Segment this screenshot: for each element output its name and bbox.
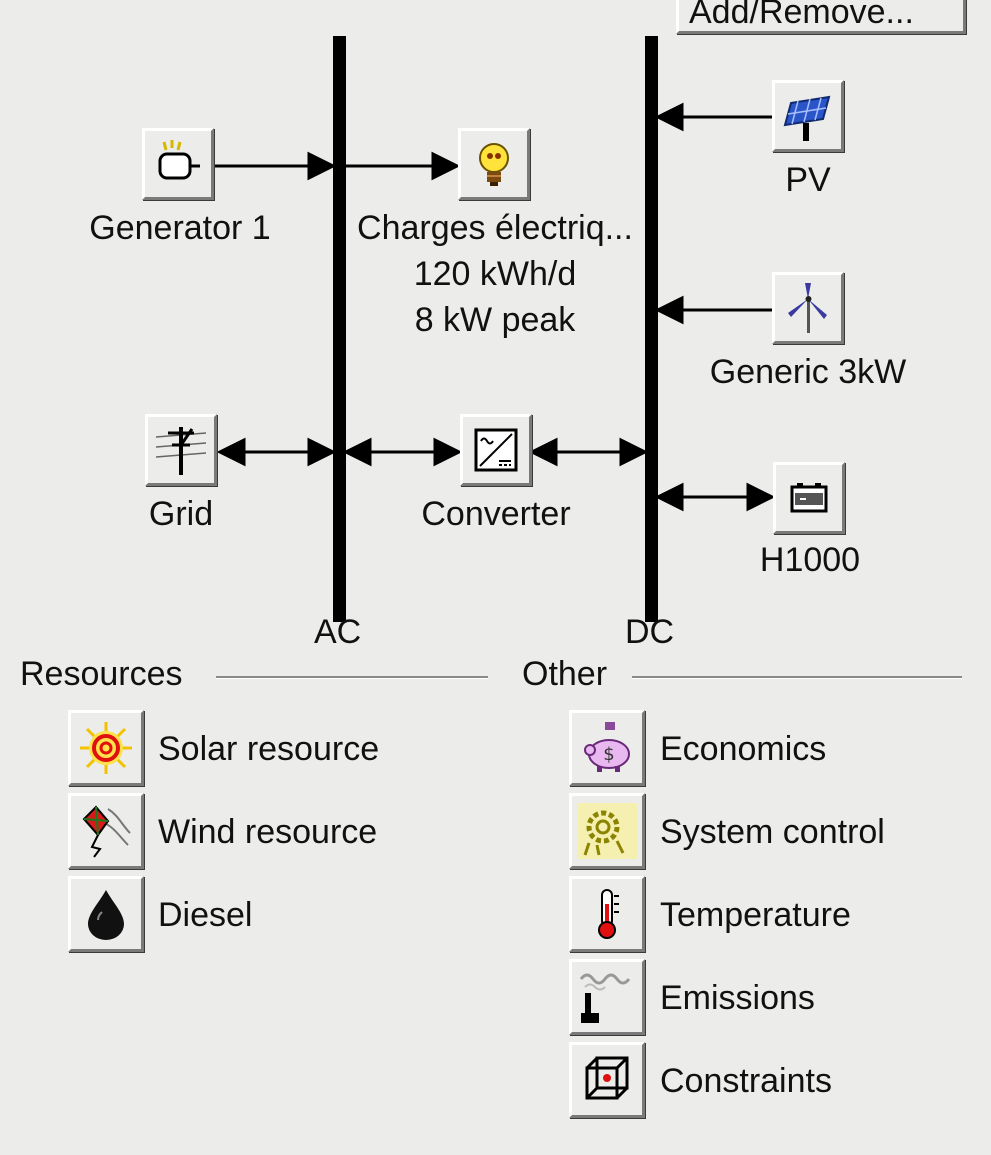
grid-name: Grid: [148, 495, 214, 533]
thermometer-icon: [598, 889, 619, 939]
oil-drop-icon: [88, 890, 124, 940]
load-energy: 120 kWh/d: [413, 255, 577, 293]
smokestack-icon: [579, 973, 631, 1023]
dc-bus-label: DC: [625, 613, 675, 651]
power-pylon-icon: [155, 427, 207, 475]
add-remove-button[interactable]: Add/Remove...: [676, 0, 966, 34]
diesel-label: Diesel: [158, 896, 253, 934]
battery-name: H1000: [759, 541, 861, 579]
kite-icon: [82, 805, 131, 858]
wind-resource-button[interactable]: [68, 793, 144, 869]
conv-dc-arrowhead-right: [619, 437, 649, 467]
wind-button[interactable]: [772, 272, 844, 344]
solar-resource-label: Solar resource: [158, 730, 380, 768]
add-remove-label: Add/Remove...: [689, 0, 914, 31]
generator-icon: [158, 140, 200, 180]
conv-dc-arrowhead-left: [528, 437, 558, 467]
wind-name: Generic 3kW: [709, 353, 907, 391]
diesel-button[interactable]: [68, 876, 144, 952]
emissions-label: Emissions: [660, 979, 815, 1017]
battery-arrowhead-left: [654, 482, 684, 512]
ac-conv-arrowhead-left: [342, 437, 372, 467]
pv-arrowhead: [654, 102, 684, 132]
solar-panel-icon: [783, 95, 831, 141]
pv-button[interactable]: [772, 80, 844, 152]
battery-arrowhead-right: [746, 482, 776, 512]
converter-icon: [474, 428, 518, 472]
sun-icon: [80, 722, 132, 774]
constraints-label: Constraints: [660, 1062, 832, 1100]
ac-conv-arrowhead-right: [433, 437, 463, 467]
economics-label: Economics: [660, 730, 827, 768]
wind-arrowhead: [654, 295, 684, 325]
grid-arrowhead-right: [307, 437, 337, 467]
load-peak: 8 kW peak: [414, 301, 576, 339]
lightbulb-icon: [479, 143, 509, 186]
pv-name: PV: [785, 161, 831, 199]
other-divider: [632, 676, 962, 679]
converter-name: Converter: [421, 495, 571, 533]
other-heading: Other: [522, 655, 608, 693]
ac-bus-label: AC: [314, 613, 362, 651]
temperature-button[interactable]: [569, 876, 645, 952]
control-gear-icon: [577, 803, 637, 859]
load-arrowhead: [431, 151, 461, 181]
resources-heading: Resources: [20, 655, 183, 693]
piggy-bank-icon: $: [584, 722, 630, 772]
battery-icon: [790, 483, 828, 513]
economics-button[interactable]: $: [569, 710, 645, 786]
solar-resource-button[interactable]: [68, 710, 144, 786]
system-control-label: System control: [660, 813, 885, 851]
dc-bus: [645, 36, 658, 622]
constraints-button[interactable]: [569, 1042, 645, 1118]
system-control-button[interactable]: [569, 793, 645, 869]
ac-bus: [333, 36, 346, 622]
wind-resource-label: Wind resource: [158, 813, 378, 851]
converter-button[interactable]: [460, 414, 532, 486]
resources-divider: [216, 676, 488, 679]
generator-name: Generator 1: [89, 209, 271, 247]
temperature-label: Temperature: [660, 896, 851, 934]
connection-arrows: [214, 102, 776, 512]
load-name: Charges électriq...: [357, 209, 633, 247]
emissions-button[interactable]: [569, 959, 645, 1035]
grid-arrowhead-left: [216, 437, 246, 467]
svg-text:$: $: [603, 744, 614, 765]
load-button[interactable]: [458, 128, 530, 200]
grid-button[interactable]: [145, 414, 217, 486]
battery-button[interactable]: [773, 462, 845, 534]
cube-icon: [585, 1056, 629, 1100]
generator-arrowhead: [307, 151, 337, 181]
wind-turbine-icon: [788, 283, 827, 333]
generator-button[interactable]: [142, 128, 214, 200]
